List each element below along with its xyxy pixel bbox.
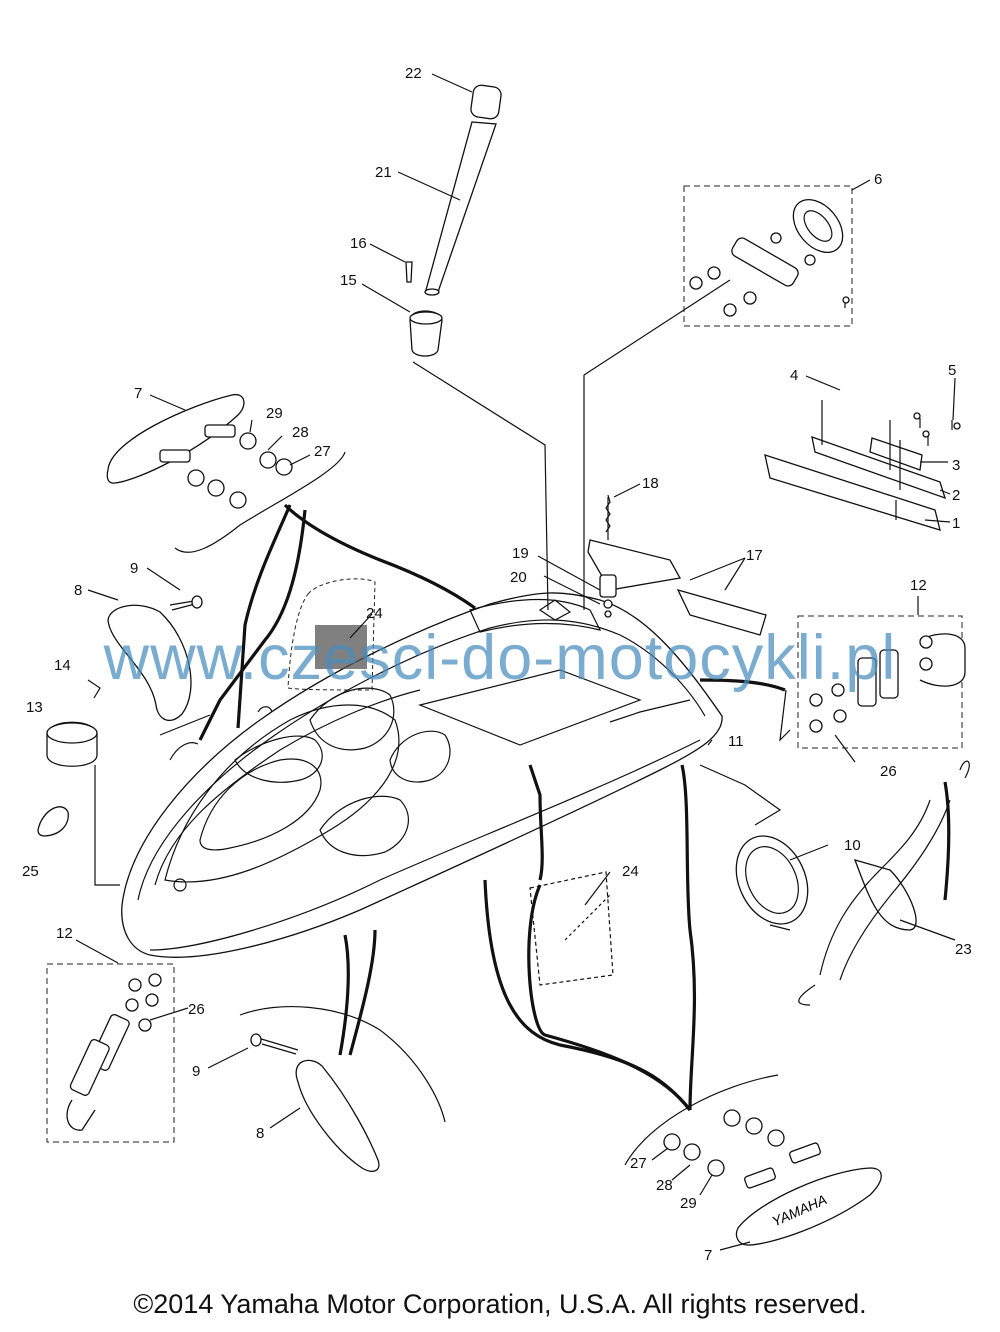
callout-3: 3 xyxy=(952,457,960,474)
callout-10: 10 xyxy=(844,837,861,854)
callout-8-bottom: 8 xyxy=(256,1125,264,1142)
tow-strap xyxy=(798,760,970,1006)
callout-18: 18 xyxy=(642,475,659,492)
tie-down-group-right xyxy=(779,615,966,749)
callout-16: 16 xyxy=(350,235,367,252)
callout-15: 15 xyxy=(340,272,357,289)
callout-9-bottom: 9 xyxy=(192,1063,200,1080)
rub-rail-assembly xyxy=(764,296,961,531)
callout-numbers: 22 21 16 15 6 7 29 28 27 4 5 3 2 1 18 19… xyxy=(22,65,972,1264)
callout-28-bottom: 28 xyxy=(656,1177,673,1194)
inspection-ring xyxy=(699,739,809,931)
storage-net-bottom xyxy=(529,871,614,986)
callout-27-top: 27 xyxy=(314,443,331,460)
copyright-notice: ©2014 Yamaha Motor Corporation, U.S.A. A… xyxy=(133,1289,867,1319)
callout-13: 13 xyxy=(26,699,43,716)
callout-12-left: 12 xyxy=(56,925,73,942)
callout-24-bottom: 24 xyxy=(622,863,639,880)
hatch-hinge-group xyxy=(587,494,767,636)
callout-9-top: 9 xyxy=(130,560,138,577)
callout-2: 2 xyxy=(952,487,960,504)
eye-bolt-group xyxy=(583,185,853,610)
callout-8-top: 8 xyxy=(74,582,82,599)
callout-23: 23 xyxy=(955,941,972,958)
watermark: www.czesci-do-motocykli.pl xyxy=(103,623,897,693)
callout-29-bottom: 29 xyxy=(680,1195,697,1212)
handle-grip-top xyxy=(107,595,211,736)
storage-net-top xyxy=(287,578,376,691)
tie-down-group-left xyxy=(46,963,175,1143)
callout-20: 20 xyxy=(510,569,527,586)
callout-7-bottom: 7 xyxy=(704,1247,712,1264)
callout-22: 22 xyxy=(405,65,422,82)
hull xyxy=(121,592,723,958)
callout-5: 5 xyxy=(948,362,956,379)
callout-7-top: 7 xyxy=(134,385,142,402)
callout-1: 1 xyxy=(952,515,960,532)
drain-plug-group xyxy=(37,679,120,886)
callout-27-bottom: 27 xyxy=(630,1155,647,1172)
callout-19: 19 xyxy=(512,545,529,562)
cleat-top xyxy=(106,393,346,553)
callout-29-top: 29 xyxy=(266,405,283,422)
callout-12-right: 12 xyxy=(910,577,927,594)
leader-lines xyxy=(75,73,956,1251)
callout-26-left: 26 xyxy=(188,1001,205,1018)
callout-25: 25 xyxy=(22,863,39,880)
cleat-bottom: YAMAHA xyxy=(624,1074,882,1246)
assembly-lines xyxy=(198,503,951,1112)
handle-grip-bottom xyxy=(239,1005,446,1172)
callout-4: 4 xyxy=(790,367,798,384)
callout-26-right: 26 xyxy=(880,763,897,780)
callout-11: 11 xyxy=(728,733,744,750)
callout-24-top: 24 xyxy=(366,605,383,622)
callout-28-top: 28 xyxy=(292,424,309,441)
callout-14: 14 xyxy=(54,657,71,674)
tow-pole xyxy=(405,84,549,611)
callout-6: 6 xyxy=(874,171,882,188)
callout-17: 17 xyxy=(746,547,763,564)
callout-21: 21 xyxy=(375,164,392,181)
